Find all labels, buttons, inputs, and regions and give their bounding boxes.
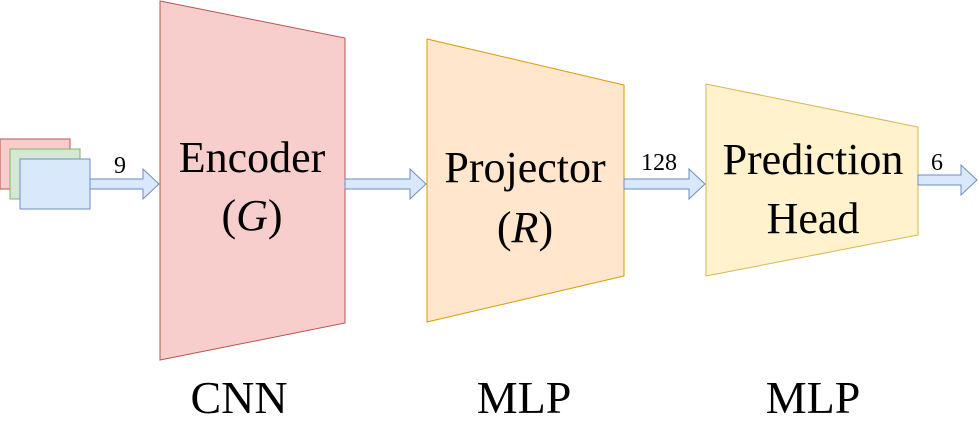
arrow-encoder-to-projector	[344, 167, 427, 201]
encoder-block	[159, 0, 346, 361]
input-card-blue	[19, 158, 91, 210]
projector-symbol: (R)	[497, 203, 553, 252]
prediction-head-subtitle: Head	[767, 194, 860, 243]
encoder-title: Encoder	[179, 133, 326, 182]
encoder-symbol: (G)	[221, 191, 282, 240]
encoder-type-label: CNN	[190, 372, 287, 423]
input-dim-label: 9	[114, 153, 126, 179]
head-output-dim-label: 6	[931, 150, 943, 176]
prediction-head-type-label: MLP	[766, 372, 861, 423]
projector-title: Projector	[444, 143, 606, 192]
projector-output-dim-label: 128	[641, 150, 677, 176]
projector-type-label: MLP	[477, 372, 572, 423]
prediction-head-title: Prediction	[723, 135, 904, 184]
prediction-head-block	[705, 83, 919, 277]
arrow-head-to-output	[917, 163, 978, 197]
arrow-input-to-encoder	[89, 167, 160, 201]
input-stack	[0, 138, 91, 210]
projector-block	[426, 38, 625, 323]
arrow-projector-to-head	[623, 167, 706, 201]
